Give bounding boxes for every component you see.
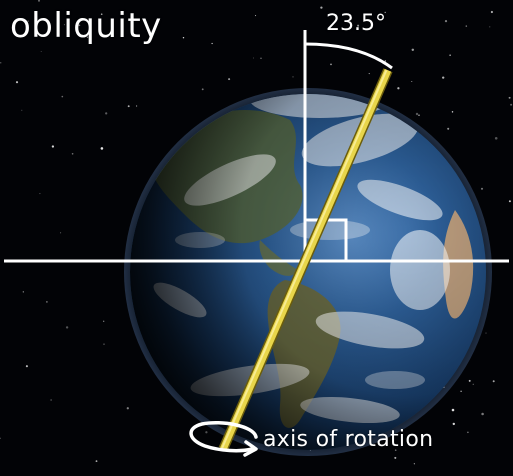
star [86, 36, 89, 38]
star [472, 383, 474, 385]
star [460, 390, 462, 392]
axis-of-rotation-label: axis of rotation [263, 427, 434, 452]
star [508, 200, 511, 203]
star [394, 456, 397, 459]
star [27, 20, 29, 22]
star [397, 87, 400, 90]
star [508, 96, 511, 99]
star [228, 78, 231, 81]
curved-rotation-arrow-icon [189, 421, 258, 457]
star [60, 232, 62, 234]
diagram-title: obliquity [10, 6, 162, 46]
star [38, 0, 40, 2]
star [357, 24, 360, 27]
star [447, 127, 450, 130]
star [494, 137, 498, 140]
star [485, 332, 487, 334]
star [100, 147, 104, 150]
star [420, 434, 424, 438]
star [320, 6, 323, 9]
star [61, 95, 64, 98]
star [468, 379, 471, 382]
star [489, 26, 491, 28]
reference-lines [4, 30, 509, 263]
star [292, 76, 294, 78]
star [260, 57, 262, 59]
star [368, 73, 370, 75]
star [330, 63, 332, 66]
star [490, 10, 493, 14]
star [201, 88, 204, 91]
star [394, 449, 397, 452]
star [411, 48, 415, 52]
star [21, 109, 23, 111]
star [481, 412, 484, 416]
star [100, 13, 103, 16]
star [40, 51, 42, 52]
rotation-axis-rod [218, 68, 393, 451]
earth-globe [124, 88, 492, 456]
star [253, 57, 255, 59]
star [384, 60, 386, 62]
star [136, 105, 138, 107]
star [411, 81, 413, 82]
star [50, 399, 52, 401]
star [467, 431, 469, 434]
star [51, 145, 55, 148]
star [205, 431, 208, 434]
star [442, 76, 445, 79]
star [449, 54, 451, 56]
star [22, 291, 24, 293]
star [415, 112, 419, 116]
axis-rod [220, 68, 392, 451]
star [0, 437, 1, 439]
star [63, 24, 65, 26]
star [480, 187, 484, 190]
tilt-angle-label: 23.5° [326, 11, 386, 36]
star [71, 152, 74, 155]
star [78, 24, 81, 27]
star [126, 407, 129, 410]
star [103, 343, 105, 345]
star [25, 365, 28, 368]
star [39, 193, 41, 195]
star [413, 463, 415, 465]
star [451, 111, 454, 113]
star [444, 20, 448, 23]
star [65, 326, 69, 329]
star [452, 422, 455, 426]
star [384, 11, 386, 14]
star [46, 301, 48, 303]
star [451, 408, 455, 412]
star [15, 81, 19, 84]
star [465, 25, 468, 27]
star [492, 380, 495, 383]
tilt-angle-arc [304, 42, 393, 70]
star [105, 112, 108, 115]
star [103, 320, 105, 322]
star [211, 42, 213, 45]
star [182, 36, 185, 39]
star [255, 15, 257, 17]
star [510, 103, 513, 106]
axis-rod-highlight [220, 69, 388, 450]
star [127, 105, 130, 108]
star [95, 460, 98, 463]
star [418, 114, 420, 116]
star [0, 61, 2, 64]
